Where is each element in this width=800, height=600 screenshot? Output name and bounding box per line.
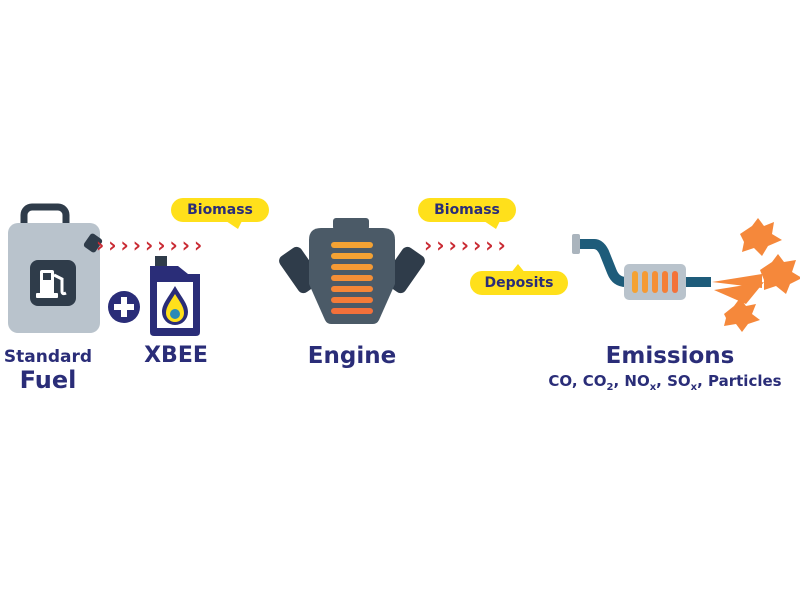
sox-label: , SO — [656, 372, 691, 390]
nox-subscript: x — [649, 382, 657, 393]
emissions-label: Emissions — [605, 343, 735, 369]
nox-label: , NO — [613, 372, 650, 390]
engine-label: Engine — [307, 343, 397, 369]
xbee-label: XBEE — [144, 343, 208, 368]
emission-list: CO, CO2, NOx, SOx, Particles — [536, 372, 794, 393]
standard-label: Standard — [3, 347, 93, 367]
co2-subscript: 2 — [606, 382, 614, 393]
oil-bottle-icon — [150, 256, 200, 336]
biomass-callout: Biomass — [418, 198, 516, 222]
co-label: CO, CO — [548, 372, 607, 390]
plus-icon — [108, 291, 140, 323]
fuel-can-icon — [8, 203, 103, 333]
sox-subscript: x — [690, 382, 698, 393]
deposits-callout: Deposits — [470, 271, 568, 295]
fuel-label: Fuel — [19, 366, 77, 394]
flow-arrow: ››››››› — [424, 233, 510, 257]
particles-label: , Particles — [697, 372, 782, 390]
pill-pointer — [484, 221, 500, 229]
flow-arrow: ››››››››› — [96, 233, 207, 257]
biomass-callout: Biomass — [171, 198, 269, 222]
standard-fuel-label: Standard Fuel — [0, 347, 96, 393]
fuel-pump-icon — [36, 270, 67, 298]
engine-icon — [279, 218, 425, 324]
smoke-icon — [712, 218, 800, 332]
pill-pointer — [226, 221, 242, 229]
exhaust-pipe-icon — [572, 234, 711, 300]
